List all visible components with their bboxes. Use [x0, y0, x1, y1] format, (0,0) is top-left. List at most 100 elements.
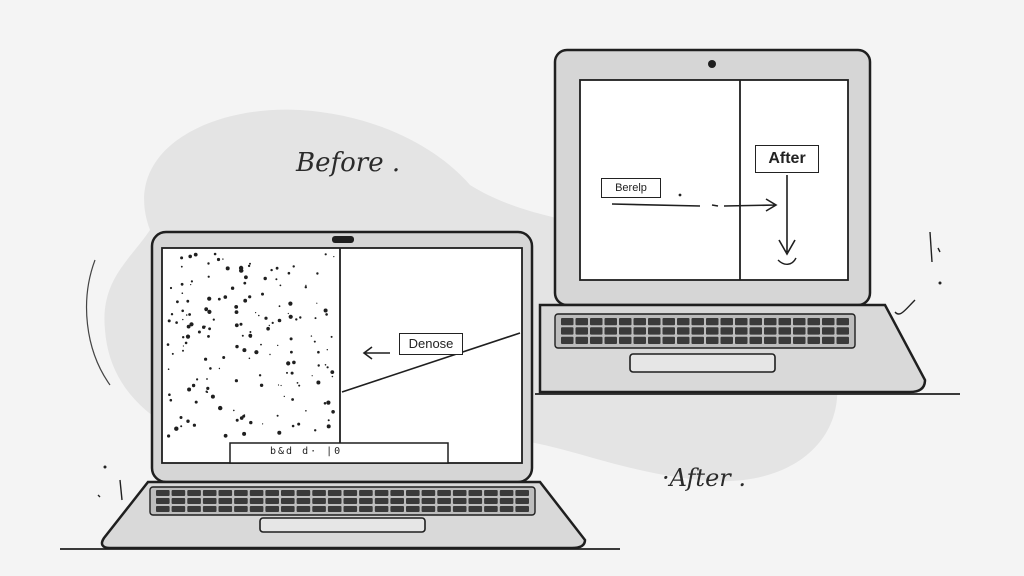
noise-speck	[286, 361, 291, 366]
noise-speck	[311, 375, 313, 377]
keyboard-key	[249, 490, 264, 496]
noise-speck	[190, 284, 192, 286]
noise-speck	[292, 265, 295, 268]
keyboard-key	[499, 506, 514, 512]
keyboard-key	[793, 336, 806, 344]
keyboard-key	[187, 490, 201, 496]
keyboard-key	[822, 336, 835, 344]
keyboard-key	[836, 318, 849, 326]
noise-speck	[218, 405, 223, 411]
noise-speck	[243, 281, 247, 285]
keyboard-key	[265, 506, 279, 512]
keyboard-key	[468, 498, 483, 504]
noise-speck	[261, 292, 264, 296]
noise-speck	[175, 321, 178, 324]
keyboard-key	[234, 490, 248, 496]
keyboard-key	[421, 498, 436, 504]
keyboard-key	[604, 327, 617, 335]
keyboard-key	[312, 506, 326, 512]
keyboard-key	[793, 318, 806, 326]
keyboard-key	[156, 506, 170, 512]
noise-speck	[184, 341, 188, 345]
noise-speck	[289, 337, 293, 341]
keyboard-key	[249, 498, 264, 504]
noise-speck	[208, 327, 212, 331]
keyboard-key	[778, 336, 791, 344]
noise-speck	[298, 384, 301, 387]
noise-speck	[270, 268, 273, 272]
noise-speck	[255, 312, 257, 314]
keyboard-key	[359, 490, 373, 496]
sketch-mark-right	[894, 231, 941, 315]
after-arrow-down	[778, 175, 796, 256]
keyboard-key	[633, 327, 646, 335]
noise-speck	[268, 324, 270, 327]
keyboard-key	[171, 506, 186, 512]
keyboard-key	[265, 498, 279, 504]
noise-speck	[327, 419, 330, 422]
keyboard-key	[437, 506, 451, 512]
keyboard-key	[619, 318, 632, 326]
keyboard-key	[691, 327, 704, 335]
keyboard-key	[312, 498, 326, 504]
noise-speck	[186, 419, 190, 423]
keyboard-key	[390, 490, 404, 496]
noise-speck	[222, 258, 224, 260]
noise-speck	[305, 284, 307, 287]
noise-speck	[326, 366, 329, 369]
noise-speck	[233, 409, 235, 412]
keyboard-key	[648, 327, 661, 335]
noise-speck	[170, 313, 174, 316]
keyboard-key	[764, 327, 777, 335]
laptop-before-keys	[156, 490, 529, 512]
noise-speck	[194, 400, 198, 404]
keyboard-key	[296, 498, 311, 504]
noise-speck	[258, 314, 260, 317]
noise-speck	[299, 316, 302, 319]
keyboard-key	[604, 336, 617, 344]
noise-speck	[275, 278, 278, 281]
noise-speck	[290, 350, 293, 354]
keyboard-key	[499, 498, 514, 504]
keyboard-key	[374, 506, 389, 512]
sketch-dot	[103, 465, 107, 469]
keyboard-key	[561, 336, 574, 344]
keyboard-key	[807, 318, 820, 326]
keyboard-key	[437, 498, 451, 504]
keyboard-key	[406, 490, 420, 496]
keyboard-key	[575, 336, 588, 344]
keyboard-key	[720, 327, 733, 335]
noise-speck	[247, 264, 251, 268]
keyboard-key	[390, 498, 404, 504]
keyboard-key	[836, 327, 849, 335]
noise-speck	[181, 309, 184, 313]
keyboard-key	[468, 490, 483, 496]
noise-speck	[234, 323, 239, 328]
noise-speck	[249, 334, 252, 338]
keyboard-key	[515, 490, 529, 496]
noise-speck	[188, 313, 192, 316]
keyboard-key	[343, 490, 358, 496]
noise-speck	[239, 322, 243, 326]
noise-speck	[271, 321, 274, 324]
noise-speck	[169, 398, 173, 402]
keyboard-key	[343, 506, 358, 512]
keyboard-key	[561, 318, 574, 326]
keyboard-key	[807, 336, 820, 344]
laptop-before-screen	[161, 247, 523, 464]
keyboard-key	[156, 498, 170, 504]
noise-speck	[264, 316, 268, 320]
keyboard-key	[662, 327, 675, 335]
noise-speck	[190, 280, 193, 283]
keyboard-key	[764, 336, 777, 344]
keyboard-key	[648, 336, 661, 344]
noise-speck	[244, 275, 248, 280]
noise-speck	[223, 295, 228, 299]
noise-speck	[225, 266, 230, 271]
keyboard-key	[202, 498, 217, 504]
noise-speck	[296, 382, 299, 384]
noise-speck	[280, 384, 282, 387]
keyboard-key	[822, 327, 835, 335]
keyboard-key	[677, 336, 690, 344]
